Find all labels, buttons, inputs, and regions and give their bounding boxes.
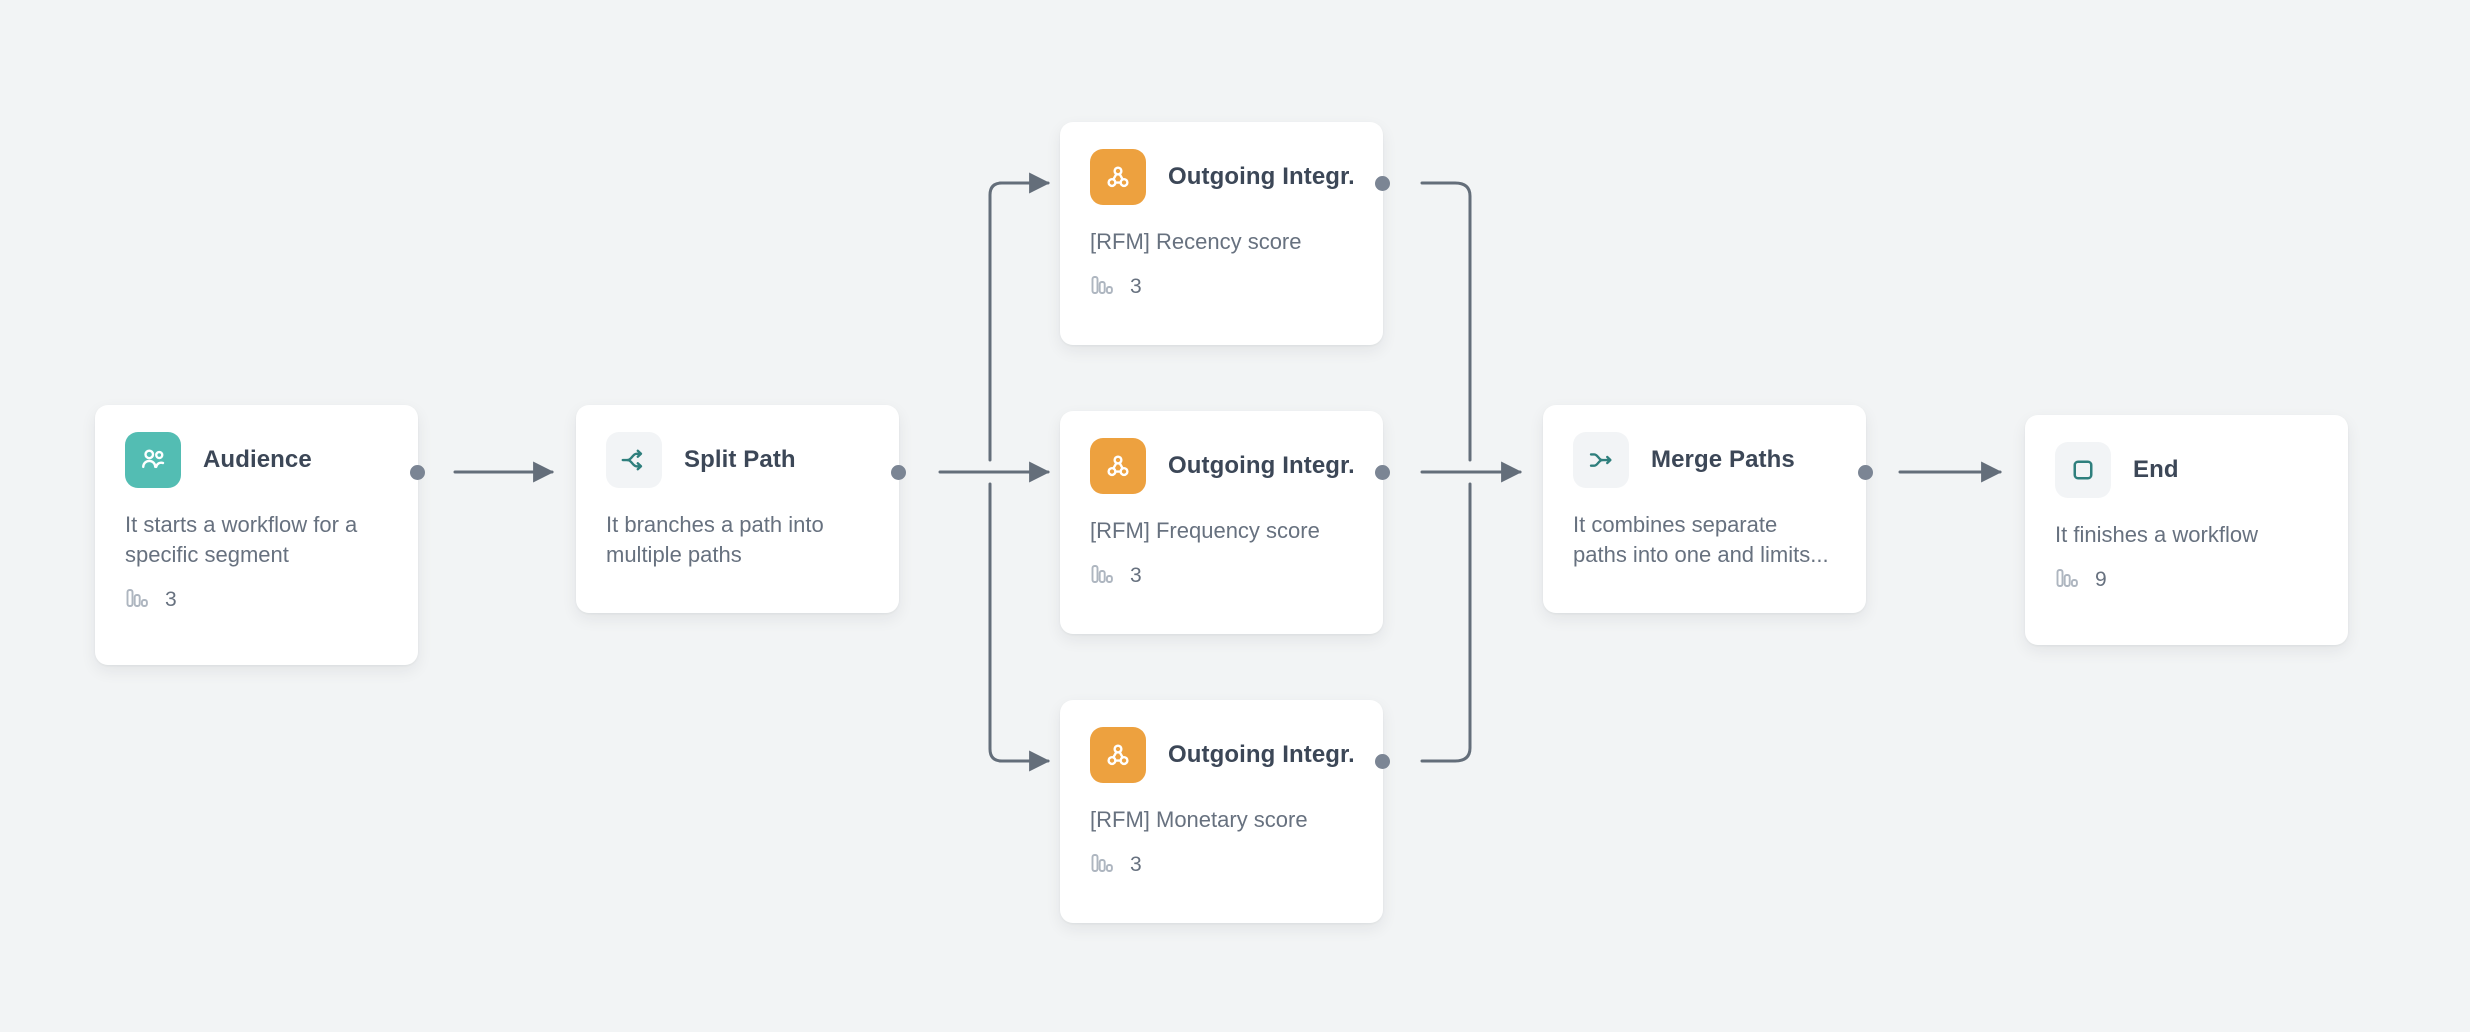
node-merge-paths[interactable]: Merge Paths It combines separate paths i… [1543, 405, 1873, 613]
stat-value: 3 [1130, 564, 1142, 587]
edge-monetary-to-merge [1420, 482, 1472, 763]
node-title: Split Path [684, 446, 796, 473]
stop-square-icon [2055, 442, 2111, 498]
node-end[interactable]: End It finishes a workflow 9 [2025, 415, 2348, 645]
output-port[interactable] [1375, 754, 1390, 769]
webhook-icon [1090, 727, 1146, 783]
webhook-icon [1090, 438, 1146, 494]
bar-chart-icon [1090, 274, 1114, 301]
bar-chart-icon [1090, 563, 1114, 590]
node-header: End [2055, 442, 2318, 498]
node-title: Merge Paths [1651, 446, 1795, 473]
bar-chart-icon [125, 587, 149, 614]
node-title: Outgoing Integr... [1168, 163, 1353, 190]
node-outgoing-frequency[interactable]: Outgoing Integr... [RFM] Frequency score… [1060, 411, 1390, 634]
node-header: Audience [125, 432, 388, 488]
stat-value: 3 [1130, 275, 1142, 298]
node-stat: 3 [125, 586, 388, 614]
node-header: Merge Paths [1573, 432, 1836, 488]
output-port[interactable] [1375, 176, 1390, 191]
node-description: It finishes a workflow [2055, 522, 2258, 547]
edge-split-trunk-up [988, 181, 1037, 462]
bar-chart-icon [2055, 567, 2079, 594]
output-port[interactable] [1858, 465, 1873, 480]
node-title: Outgoing Integr... [1168, 741, 1353, 768]
node-description: [RFM] Frequency score [1090, 518, 1320, 543]
node-description: It starts a workflow for a specific segm… [125, 512, 358, 567]
webhook-icon [1090, 149, 1146, 205]
output-port[interactable] [891, 465, 906, 480]
node-header: Split Path [606, 432, 869, 488]
node-header: Outgoing Integr... [1090, 727, 1353, 783]
node-outgoing-monetary[interactable]: Outgoing Integr... [RFM] Monetary score … [1060, 700, 1390, 923]
node-description: It combines separate paths into one and … [1573, 512, 1829, 567]
split-path-icon [606, 432, 662, 488]
node-stat: 9 [2055, 566, 2318, 594]
node-title: Audience [203, 446, 312, 473]
users-icon [125, 432, 181, 488]
edge-split-trunk-down [988, 482, 1037, 763]
node-description: It branches a path into multiple paths [606, 512, 824, 567]
node-header: Outgoing Integr... [1090, 438, 1353, 494]
node-stat: 3 [1090, 273, 1353, 301]
node-description: [RFM] Recency score [1090, 229, 1302, 254]
node-title: Outgoing Integr... [1168, 452, 1353, 479]
node-title: End [2133, 456, 2179, 483]
stat-value: 3 [165, 588, 177, 611]
node-split-path[interactable]: Split Path It branches a path into multi… [576, 405, 906, 613]
node-audience[interactable]: Audience It starts a workflow for a spec… [95, 405, 425, 665]
output-port[interactable] [1375, 465, 1390, 480]
stat-value: 9 [2095, 568, 2107, 591]
node-outgoing-recency[interactable]: Outgoing Integr... [RFM] Recency score 3 [1060, 122, 1390, 345]
stat-value: 3 [1130, 853, 1142, 876]
node-stat: 3 [1090, 562, 1353, 590]
node-header: Outgoing Integr... [1090, 149, 1353, 205]
merge-paths-icon [1573, 432, 1629, 488]
bar-chart-icon [1090, 852, 1114, 879]
output-port[interactable] [410, 465, 425, 480]
node-description: [RFM] Monetary score [1090, 807, 1308, 832]
edge-recency-to-merge [1420, 181, 1472, 462]
node-stat: 3 [1090, 851, 1353, 879]
